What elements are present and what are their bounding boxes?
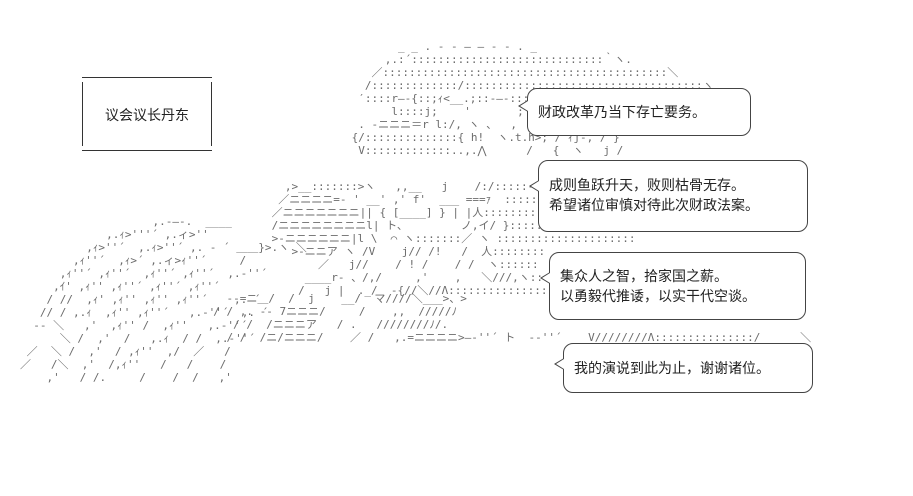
speech-line: 以勇毅代推诿，以实干代空谈。 <box>560 289 756 305</box>
speech-line: 财政改革乃当下存亡要务。 <box>538 105 706 121</box>
speech-bubble-2: 成则鱼跃升天，败则枯骨无存。 希望诸位审慎对待此次财政法案。 <box>538 160 808 232</box>
speech-line: 成则鱼跃升天，败则枯骨无存。 <box>549 178 745 194</box>
speech-bubble-tail <box>554 358 564 370</box>
speech-line: 集众人之智，拾家国之薪。 <box>560 269 728 285</box>
speech-bubble-1: 财政改革乃当下存亡要务。 <box>527 88 751 136</box>
speech-bubble-3: 集众人之智，拾家国之薪。 以勇毅代推诿，以实干代空谈。 <box>549 252 806 320</box>
ascii-art-left-arms: ,.-―-. ____ ,.ｨ>'''´ ,.ィ>'' ,ｨ>''´ ,.ｨ>'… <box>20 215 307 384</box>
speech-bubble-tail <box>529 180 539 192</box>
speech-line: 希望诸位审慎对待此次财政法案。 <box>549 198 759 214</box>
speech-bubble-4: 我的演说到此为止，谢谢诸位。 <box>563 343 813 393</box>
speech-bubble-tail <box>518 100 528 112</box>
speaker-label: 议会议长丹东 <box>105 108 189 124</box>
speech-line: 我的演说到此为止，谢谢诸位。 <box>574 361 770 377</box>
ascii-art-coat: -‐=ニ＿/ / j __/ マ////＼___>、> / / ,. -‐ 7ニ… <box>213 292 812 344</box>
speech-bubble-tail <box>540 272 550 284</box>
speaker-label-box: 议会议长丹东 <box>82 77 212 151</box>
